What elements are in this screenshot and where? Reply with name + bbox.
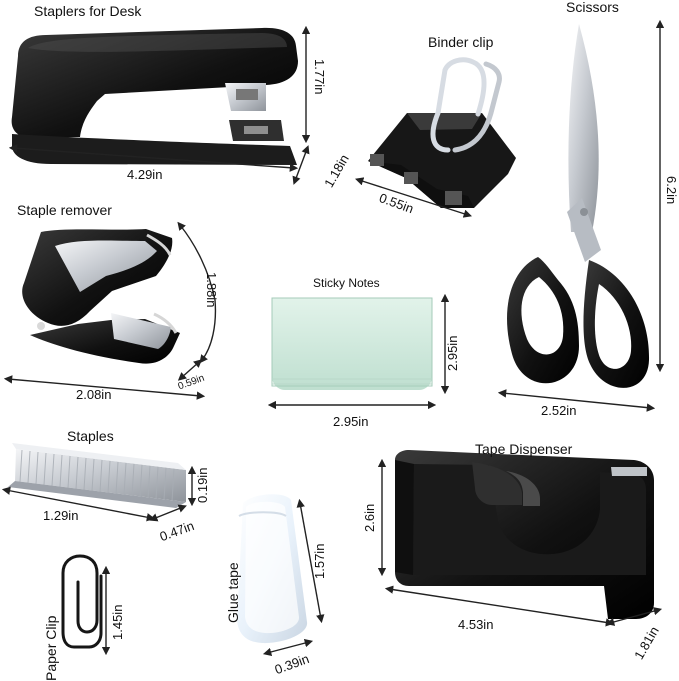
staple-remover [22, 229, 180, 364]
scissors-title: Scissors [566, 0, 619, 15]
stapler-width-label: 4.29in [127, 167, 163, 182]
staples-title: Staples [67, 428, 114, 444]
sticky-width-label: 2.95in [333, 414, 369, 429]
sticky-notes [271, 297, 433, 390]
stapler-height-label: 1.77in [312, 59, 327, 95]
sticky-notes-title: Sticky Notes [313, 276, 380, 290]
paper-clip-title: Paper Clip [43, 615, 59, 681]
paper-clip-height-label: 1.45in [110, 604, 125, 640]
tape-height-label: 2.6in [362, 503, 377, 532]
scissors [507, 24, 650, 388]
staple-remover-title: Staple remover [17, 202, 112, 218]
tape-width-label: 4.53in [458, 617, 494, 632]
staples [8, 443, 186, 508]
tape-dispenser [395, 450, 654, 619]
staple-lines [19, 449, 175, 502]
remover-width-label: 2.08in [76, 387, 112, 402]
scissors-height-label: 6.2in [664, 176, 679, 205]
remover-height-label: 1.88in [204, 272, 219, 308]
binder-clip-title: Binder clip [428, 34, 494, 50]
binder-clip [368, 57, 516, 208]
dimension-lines [1, 19, 665, 656]
scissors-width-label: 2.52in [541, 403, 577, 418]
staples-height-label: 0.19in [195, 467, 210, 503]
glue-tape [237, 494, 308, 644]
paper-clip [61, 554, 103, 649]
sticky-height-label: 2.95in [445, 335, 460, 371]
tape-dispenser-title: Tape Dispenser [475, 441, 573, 457]
stapler-title: Staplers for Desk [34, 3, 142, 19]
glue-height-label: 1.57in [312, 543, 327, 579]
staples-width-label: 1.29in [43, 508, 79, 523]
stapler [11, 27, 298, 165]
glue-tape-title: Glue tape [225, 562, 241, 623]
